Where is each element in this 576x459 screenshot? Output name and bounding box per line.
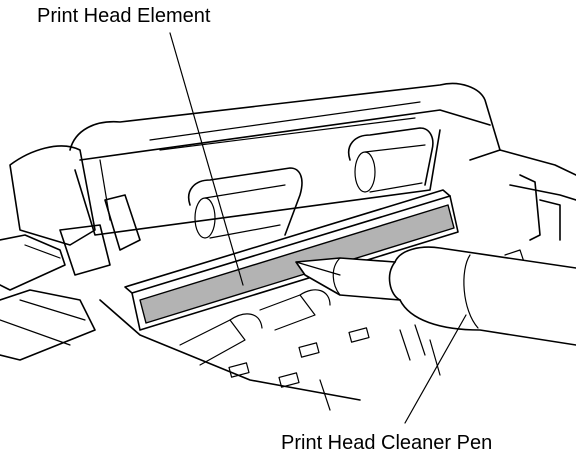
platen-cover <box>59 82 501 276</box>
label-print-head-cleaner-pen: Print Head Cleaner Pen <box>281 432 492 454</box>
cleaner-pen <box>295 246 576 346</box>
label-print-head-element: Print Head Element <box>37 5 211 27</box>
lower-mechanism <box>99 289 441 411</box>
element-leader-line <box>169 32 244 286</box>
pen-leader-line <box>404 314 467 424</box>
